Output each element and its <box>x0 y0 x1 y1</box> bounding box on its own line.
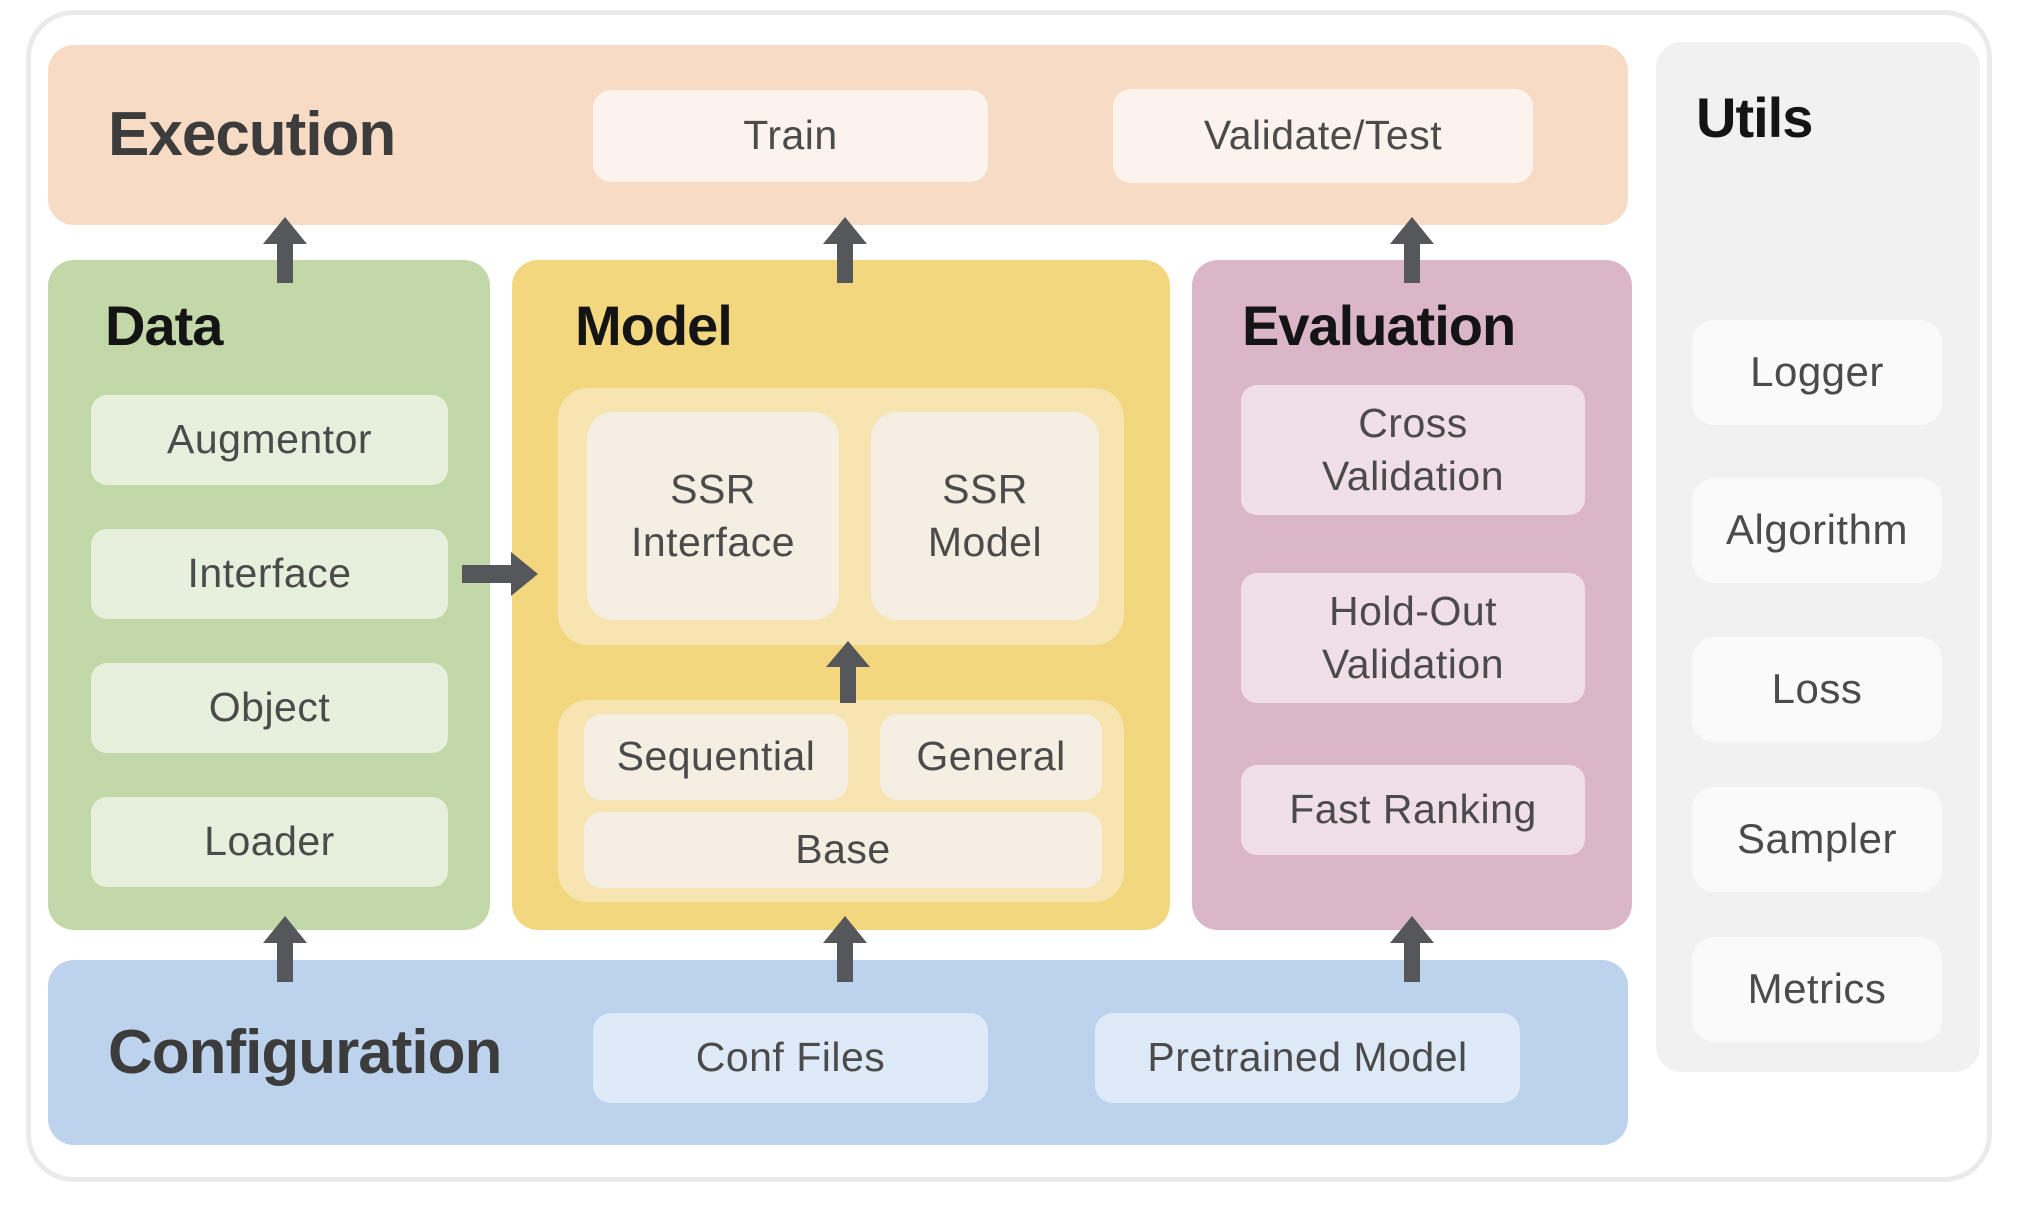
model-base-group: Sequential General Base <box>558 700 1124 902</box>
configuration-title: Configuration <box>108 1018 502 1087</box>
execution-item-train: Train <box>593 90 988 182</box>
model-title: Model <box>575 294 733 357</box>
data-item-object: Object <box>91 663 448 753</box>
model-panel: Model SSR Interface SSR Model Sequential… <box>512 260 1170 930</box>
model-item-sequential: Sequential <box>584 714 848 800</box>
data-title: Data <box>105 294 223 357</box>
execution-item-validate-test: Validate/Test <box>1113 89 1533 183</box>
evaluation-item-cross-validation: Cross Validation <box>1241 385 1585 515</box>
model-ssr-group: SSR Interface SSR Model <box>558 388 1124 645</box>
utils-panel: Utils Logger Algorithm Loss Sampler Metr… <box>1656 42 1980 1072</box>
utils-item-algorithm: Algorithm <box>1692 478 1942 583</box>
execution-panel: Execution Train Validate/Test <box>48 45 1628 225</box>
model-item-ssr-interface: SSR Interface <box>587 412 839 620</box>
evaluation-to-execution-arrow <box>1390 217 1434 283</box>
evaluation-title: Evaluation <box>1242 294 1516 357</box>
configuration-item-conf-files: Conf Files <box>593 1013 988 1103</box>
utils-item-loss: Loss <box>1692 637 1942 742</box>
base-group-to-ssr-group-arrow <box>826 641 870 703</box>
configuration-to-evaluation-arrow <box>1390 916 1434 982</box>
data-item-augmentor: Augmentor <box>91 395 448 485</box>
configuration-to-model-arrow <box>823 916 867 982</box>
execution-title: Execution <box>108 100 396 169</box>
utils-title: Utils <box>1696 86 1813 149</box>
configuration-panel: Configuration Conf Files Pretrained Mode… <box>48 960 1628 1145</box>
data-item-loader: Loader <box>91 797 448 887</box>
model-item-base: Base <box>584 812 1102 888</box>
utils-item-metrics: Metrics <box>1692 937 1942 1042</box>
data-item-interface: Interface <box>91 529 448 619</box>
utils-item-sampler: Sampler <box>1692 787 1942 892</box>
data-to-execution-arrow <box>263 217 307 283</box>
model-item-ssr-model: SSR Model <box>871 412 1099 620</box>
utils-item-logger: Logger <box>1692 320 1942 425</box>
interface-to-model-arrow <box>462 552 538 596</box>
evaluation-panel: Evaluation Cross Validation Hold-Out Val… <box>1192 260 1632 930</box>
model-item-general: General <box>880 714 1102 800</box>
evaluation-item-hold-out-validation: Hold-Out Validation <box>1241 573 1585 703</box>
configuration-item-pretrained-model: Pretrained Model <box>1095 1013 1520 1103</box>
configuration-to-data-arrow <box>263 916 307 982</box>
evaluation-item-fast-ranking: Fast Ranking <box>1241 765 1585 855</box>
data-panel: Data Augmentor Interface Object Loader <box>48 260 490 930</box>
model-to-execution-arrow <box>823 217 867 283</box>
